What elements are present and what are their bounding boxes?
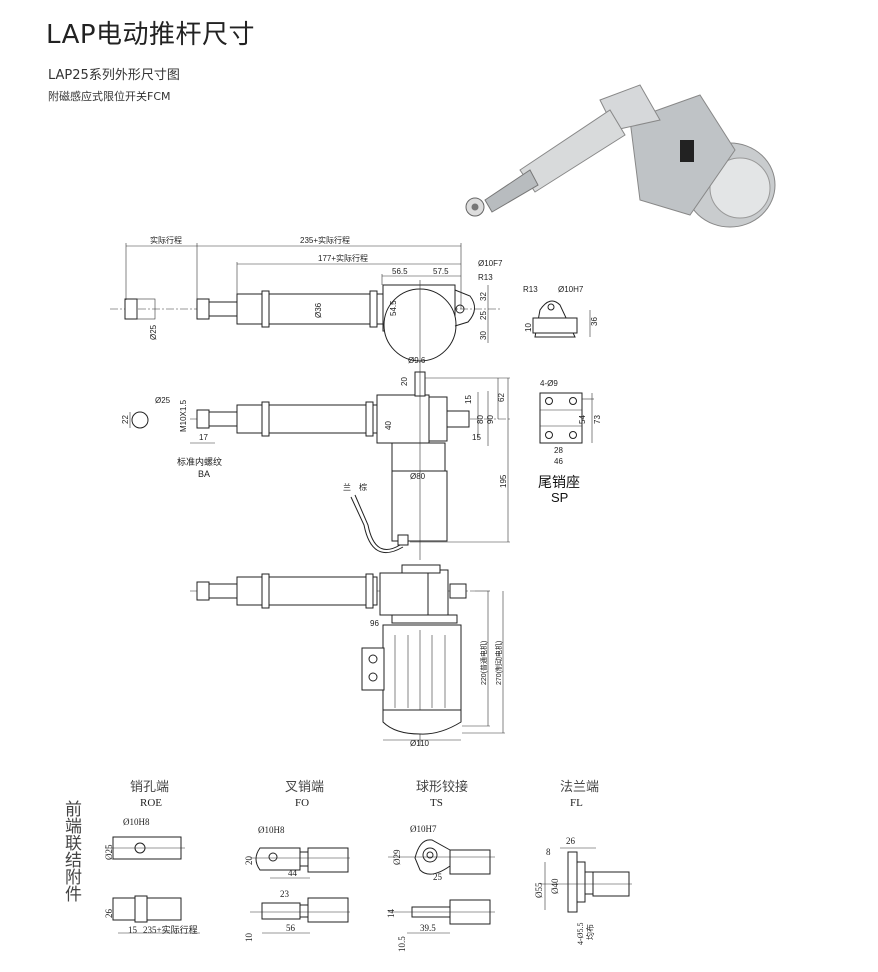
wire-blue-label: 兰 — [343, 482, 351, 492]
page-title: LAP电动推杆尺寸 — [46, 20, 256, 50]
dim-15-bottom: 15 — [472, 433, 481, 442]
dim-40: 40 — [384, 421, 393, 430]
dim-80: 80 — [476, 415, 485, 424]
sp-bracket-drawing: 4-Ø9 54 73 28 46 尾销座 SP — [538, 379, 602, 505]
dim-label: 26 — [566, 836, 576, 846]
thread-spec: M10X1.5 — [179, 399, 188, 432]
wire-brown-label: 棕 — [359, 482, 367, 492]
dim-label: 均布 — [585, 924, 595, 940]
ba-name: 标准内螺纹 — [177, 456, 222, 467]
sp-name: 尾销座 — [538, 474, 580, 490]
dim-62: 62 — [497, 393, 506, 402]
dim-30: 30 — [479, 331, 488, 340]
dim-label: 20 — [244, 856, 254, 866]
len-177-dim: 177+实际行程 — [318, 253, 368, 263]
dim-label: 25 — [433, 872, 443, 882]
dim-label: Ø25 — [104, 844, 114, 860]
end-dia: Ø25 — [155, 396, 171, 405]
ac-dim-96: 96 — [370, 619, 379, 628]
dim-label: 235+实际行程 — [143, 924, 198, 935]
dim-90: 90 — [486, 415, 495, 424]
bracket-pin: Ø10H7 — [558, 285, 584, 294]
dim-15-top: 15 — [464, 395, 473, 404]
bracket-side-drawing: R13 Ø10H7 36 10 — [523, 285, 599, 338]
pin-dim: Ø10F7 — [478, 259, 503, 268]
sp-dim-28: 28 — [554, 446, 563, 455]
dim-25: 25 — [479, 311, 488, 320]
accessory-name: 球形铰接 — [416, 779, 468, 794]
dim-label: 39.5 — [420, 923, 436, 933]
dim-32: 32 — [479, 292, 488, 301]
dim-56-5: 56.5 — [392, 267, 408, 276]
accessory-name: 销孔端 — [130, 779, 169, 794]
side-view-drawing: Ø9.6 20 15 15 80 90 62 195 40 Ø80 Ø25 22… — [121, 356, 510, 560]
ac-motor-dia: Ø110 — [410, 739, 430, 748]
accessory-ts: 球形铰接 TS Ø10H7 Ø29 25 14 10.5 39.5 — [386, 779, 495, 952]
dim-label: Ø10H8 — [123, 817, 150, 827]
dim-label: Ø55 — [534, 882, 544, 898]
sp-code: SP — [551, 490, 568, 505]
dim-20: 20 — [400, 377, 409, 386]
height-220: 220(普通电机) — [479, 641, 488, 685]
tube-dia: Ø36 — [314, 302, 323, 318]
top-view-drawing: 实际行程 235+实际行程 177+实际行程 56.5 57.5 Ø10F7 R… — [110, 235, 503, 362]
dim-label: 10 — [244, 933, 254, 943]
dim-label: 14 — [386, 909, 396, 919]
dim-label: Ø10H7 — [410, 824, 437, 834]
dim-17: 17 — [199, 433, 208, 442]
series-subtitle: LAP25系列外形尺寸图 — [48, 68, 180, 83]
accessory-code: FL — [570, 797, 583, 809]
sp-holes: 4-Ø9 — [540, 379, 558, 388]
sp-dim-54: 54 — [578, 415, 587, 424]
dim-22: 22 — [121, 415, 130, 424]
bracket-h36: 36 — [590, 317, 599, 326]
ba-code: BA — [198, 469, 210, 479]
height-270: 270(制动电机) — [494, 641, 503, 685]
front-accessories-label: 前端联结附件 — [62, 800, 81, 902]
dim-label: Ø29 — [392, 849, 402, 865]
dim-195: 195 — [499, 474, 508, 488]
accessory-name: 法兰端 — [560, 779, 599, 794]
stroke-dim: 实际行程 — [150, 235, 182, 245]
shaft-dia: Ø9.6 — [408, 356, 426, 365]
accessory-fo: 叉销端 FO Ø10H8 20 44 23 10 56 — [244, 779, 350, 942]
accessory-roe: 销孔端 ROE Ø10H8 Ø25 26 15 235+实际行程 — [104, 779, 200, 935]
accessory-code: FO — [295, 797, 309, 809]
dim-57-5: 57.5 — [433, 267, 449, 276]
rod-dia: Ø25 — [149, 324, 158, 340]
bracket-h10: 10 — [524, 323, 533, 332]
radius-dim: R13 — [478, 273, 493, 282]
dim-label: Ø40 — [550, 878, 560, 894]
accessory-name: 叉销端 — [285, 779, 324, 794]
dim-label: 15 — [128, 925, 138, 935]
dim-label: 23 — [280, 889, 290, 899]
motor-dia: Ø80 — [410, 472, 426, 481]
sp-dim-46: 46 — [554, 457, 563, 466]
limit-switch-note: 附磁感应式限位开关FCM — [48, 90, 171, 103]
accessory-code: ROE — [140, 797, 162, 809]
dim-54-5: 54.5 — [389, 300, 398, 316]
actuator-photo — [465, 84, 776, 228]
sp-dim-73: 73 — [593, 415, 602, 424]
dim-label: Ø10H8 — [258, 825, 285, 835]
len-235-dim: 235+实际行程 — [300, 235, 350, 245]
accessory-code: TS — [430, 797, 443, 809]
dim-label: 44 — [288, 868, 298, 878]
dim-label: 8 — [546, 847, 551, 857]
dim-label: 56 — [286, 923, 296, 933]
dim-label: 10.5 — [397, 936, 407, 952]
dim-label: 4-Ø5.5 — [576, 923, 585, 945]
ac-motor-drawing: Ø110 96 220(普通电机) 270(制动电机) — [190, 564, 505, 748]
accessory-fl: 法兰端 FL 26 8 Ø55 Ø40 4-Ø5.5 均布 — [534, 779, 632, 945]
dim-label: 26 — [104, 909, 114, 919]
bracket-radius: R13 — [523, 285, 538, 294]
